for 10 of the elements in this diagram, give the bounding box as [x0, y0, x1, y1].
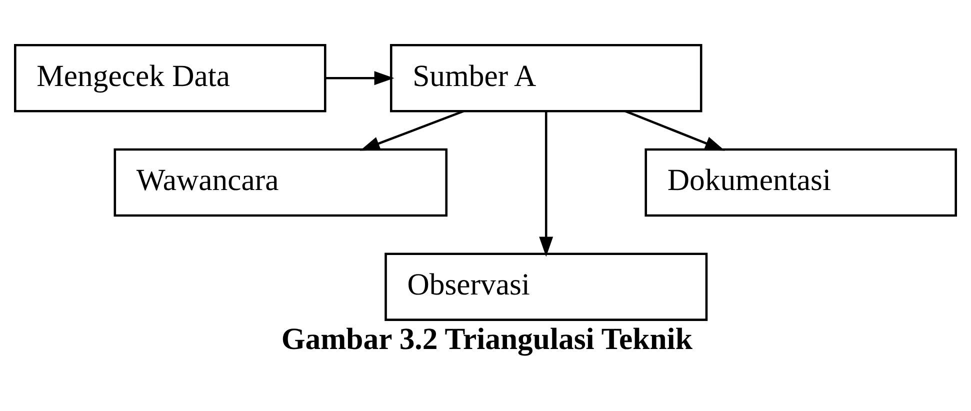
- arrow: [360, 110, 464, 151]
- node-box: Wawancara: [114, 148, 448, 217]
- node-box: Observasi: [384, 252, 708, 321]
- arrow: [326, 71, 394, 86]
- node-box: Mengecek Data: [14, 44, 326, 112]
- caption: Gambar 3.2 Triangulasi Teknik: [281, 322, 692, 356]
- node-box: Dokumentasi: [644, 148, 957, 217]
- arrow: [624, 110, 725, 151]
- arrow: [539, 111, 554, 257]
- node-box: Sumber A: [390, 44, 702, 112]
